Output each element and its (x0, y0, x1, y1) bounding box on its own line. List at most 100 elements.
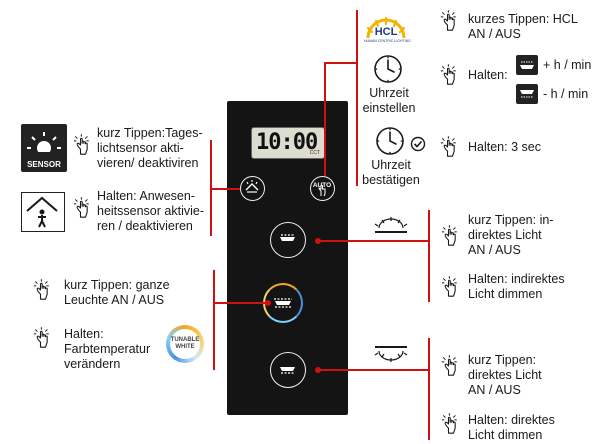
whole-hold-line3: verändern (64, 357, 121, 371)
clock-icon (373, 54, 403, 84)
direct-light-icon (374, 346, 408, 362)
plus-text: + h / min (543, 58, 592, 72)
display-time: 10:00 (256, 130, 318, 155)
auto-button[interactable]: AUTO (310, 176, 335, 201)
bestaetigen-halten-text: Halten: 3 sec (468, 140, 541, 154)
sensor-hold-line3: ren / deaktivieren (97, 219, 193, 233)
uhrzeit-einstellen-line1: Uhrzeit (369, 86, 409, 100)
sensor-hold-line1: Halten: Anwesen- (97, 189, 195, 203)
lamp-whole-icon (274, 298, 292, 308)
minus-lamp-icon (516, 84, 538, 104)
hold-hand-icon-direct (441, 413, 461, 435)
sensor-hold-line2: heitssensor aktivie- (97, 204, 204, 218)
hold-hand-icon-sensor (73, 197, 93, 219)
uhrzeit-einstellen-line2: einstellen (362, 101, 416, 115)
direct-tap-text: kurz Tippen: direktes Licht AN / AUS (468, 353, 542, 398)
uhrzeit-bestaetigen-line1: Uhrzeit (371, 158, 411, 172)
lamp-down-icon (520, 90, 534, 98)
direct-light-button[interactable] (270, 352, 306, 388)
uhrzeit-bestaetigen-label: Uhrzeit bestätigen (355, 158, 427, 188)
connector-indirect-dot (315, 238, 321, 244)
hand-icon (318, 184, 326, 197)
hold-hand-icon-indirect (441, 276, 461, 298)
whole-hold-line2: Farbtemperatur (64, 342, 151, 356)
connector-whole-bracket (213, 270, 215, 370)
connector-indirect-h (318, 240, 428, 242)
hold-hand-icon (440, 64, 460, 86)
indirect-hold-line1: Halten: indirektes (468, 272, 565, 286)
sensor-button-icon (245, 180, 259, 193)
indirect-light-button[interactable] (270, 222, 306, 258)
indirect-tap-text: kurz Tippen: in- direktes Licht AN / AUS (468, 213, 553, 258)
whole-tap-line2: Leuchte AN / AUS (64, 293, 165, 307)
uhrzeit-einstellen-label: Uhrzeit einstellen (355, 86, 423, 116)
uhrzeit-halten-text: Halten: (468, 68, 508, 82)
indirect-tap-line1: kurz Tippen: in- (468, 213, 554, 227)
direct-hold-line2: Licht dimmen (468, 428, 543, 442)
presence-sensor-icon (21, 192, 65, 232)
connector-direct-dot (315, 367, 321, 373)
hcl-badge: HCL HUMAN CENTRIC LIGHTING (364, 12, 411, 50)
hcl-tap-line1: kurzes Tippen: HCL (468, 12, 578, 26)
indirect-hold-line2: Licht dimmen (468, 287, 543, 301)
sensor-icon-label: SENSOR (27, 160, 61, 169)
direct-tap-line3: AN / AUS (468, 383, 521, 397)
sensor-tap-text: kurz Tippen:Tages- lichtsensor akti- vie… (97, 126, 203, 171)
indirect-tap-line2: direktes Licht (468, 228, 542, 242)
connector-direct-h (318, 369, 428, 371)
connector-auto-vertical (324, 62, 326, 176)
hcl-sun-icon (366, 16, 406, 39)
tunable-white-badge-inner (170, 329, 200, 359)
checkmark-icon (410, 136, 426, 152)
tap-hand-icon-indirect (441, 225, 461, 247)
connector-sensor-bracket (210, 140, 212, 236)
hcl-tap-text: kurzes Tippen: HCL AN / AUS (468, 12, 578, 42)
direct-hold-line1: Halten: direktes (468, 413, 555, 427)
whole-hold-text: Halten: Farbtemperatur verändern (64, 327, 150, 372)
daylight-sensor-icon: SENSOR (21, 124, 67, 172)
connector-hcl-bracket (356, 10, 358, 186)
tap-hand-icon-whole (33, 279, 53, 301)
hold-hand-icon-whole (33, 327, 53, 349)
tap-hand-icon-sensor (73, 134, 93, 156)
sensor-tap-line2: lichtsensor akti- (97, 141, 184, 155)
tunable-badge-line2: WHITE (175, 344, 195, 350)
clock-confirm-icon (375, 126, 405, 156)
indirect-tap-line3: AN / AUS (468, 243, 521, 257)
connector-auto-top (324, 62, 356, 64)
connector-whole-dot (265, 300, 271, 306)
lamp-direct-icon (280, 367, 295, 374)
whole-tap-line1: kurz Tippen: ganze (64, 278, 170, 292)
tunable-white-badge: TUNABLE WHITE (166, 325, 204, 363)
tap-hand-icon (440, 10, 460, 32)
sensor-tap-line3: vieren/ deaktiviren (97, 156, 199, 170)
hcl-tap-line2: AN / AUS (468, 27, 521, 41)
connector-whole-h (213, 302, 268, 304)
indirect-light-icon (374, 217, 408, 233)
connector-direct-bracket (428, 338, 430, 440)
direct-tap-line1: kurz Tippen: (468, 353, 537, 367)
indirect-hold-text: Halten: indirektes Licht dimmen (468, 272, 565, 302)
tunable-badge-line1: TUNABLE (170, 337, 200, 343)
plus-lamp-icon (516, 55, 538, 75)
uhrzeit-bestaetigen-line2: bestätigen (362, 173, 420, 187)
sensor-button[interactable] (240, 176, 265, 201)
lcd-display: 10:00 CCT (251, 127, 325, 159)
sensor-tap-line1: kurz Tippen:Tages- (97, 126, 203, 140)
lamp-up-icon (520, 61, 534, 69)
direct-tap-line2: direktes Licht (468, 368, 542, 382)
person-roof-icon (26, 196, 58, 228)
tap-hand-icon-direct (441, 355, 461, 377)
connector-sensor-h (210, 188, 240, 190)
sensor-hold-text: Halten: Anwesen- heitssensor aktivie- re… (97, 189, 204, 234)
lamp-indirect-icon (280, 234, 295, 241)
direct-hold-text: Halten: direktes Licht dimmen (468, 413, 555, 443)
hold-hand-icon-2 (440, 136, 460, 158)
hcl-badge-title: HCL (374, 26, 398, 38)
minus-text: - h / min (543, 87, 589, 101)
whole-hold-line1: Halten: (64, 327, 104, 341)
display-cct-label: CCT (309, 150, 320, 156)
sun-sensor-icon (21, 132, 67, 162)
hcl-badge-sub: HUMAN CENTRIC LIGHTING (364, 39, 411, 43)
connector-indirect-bracket (428, 210, 430, 302)
